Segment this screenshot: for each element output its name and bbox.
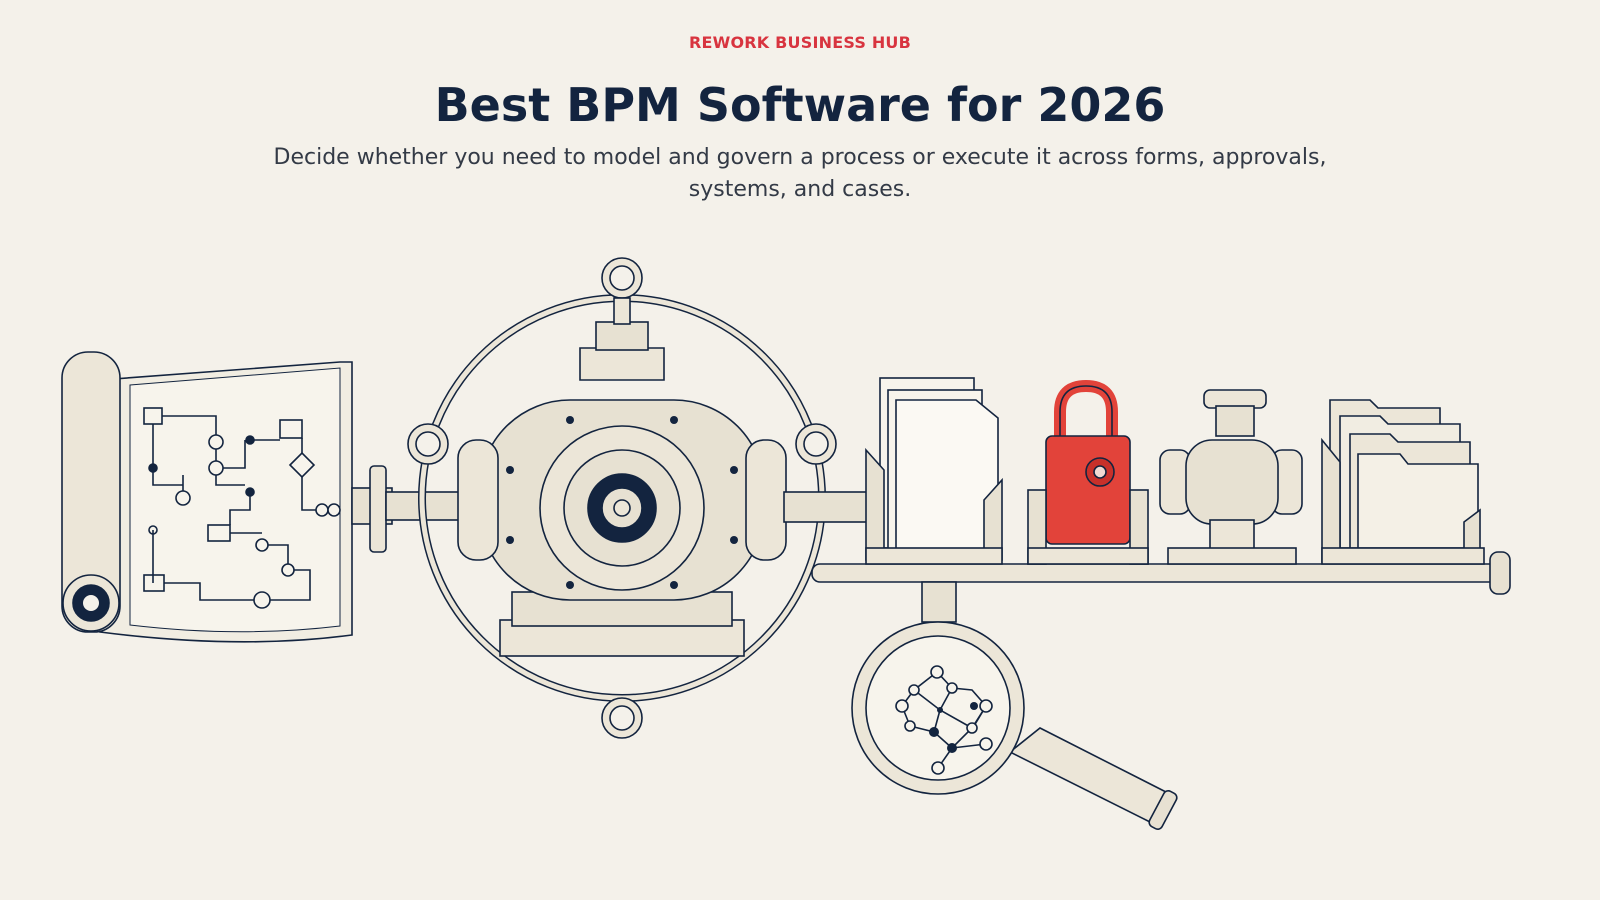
- case-folders: [1321, 399, 1485, 565]
- page-title: Best BPM Software for 2026: [434, 78, 1166, 132]
- approval-padlock: [1027, 379, 1149, 565]
- page-subtitle: Decide whether you need to model and gov…: [273, 145, 1327, 202]
- bpm-machine-illustration: [61, 257, 1511, 830]
- outlet-pipe: [783, 491, 873, 523]
- document-stack: [865, 377, 1003, 565]
- process-diagram-scroll: [61, 351, 353, 643]
- process-engine-machine: [457, 297, 787, 657]
- network-magnifier: [851, 581, 1178, 830]
- system-valve: [1159, 389, 1303, 565]
- shelf-rail: [811, 551, 1511, 595]
- eyebrow-label: REWORK BUSINESS HUB: [688, 33, 912, 52]
